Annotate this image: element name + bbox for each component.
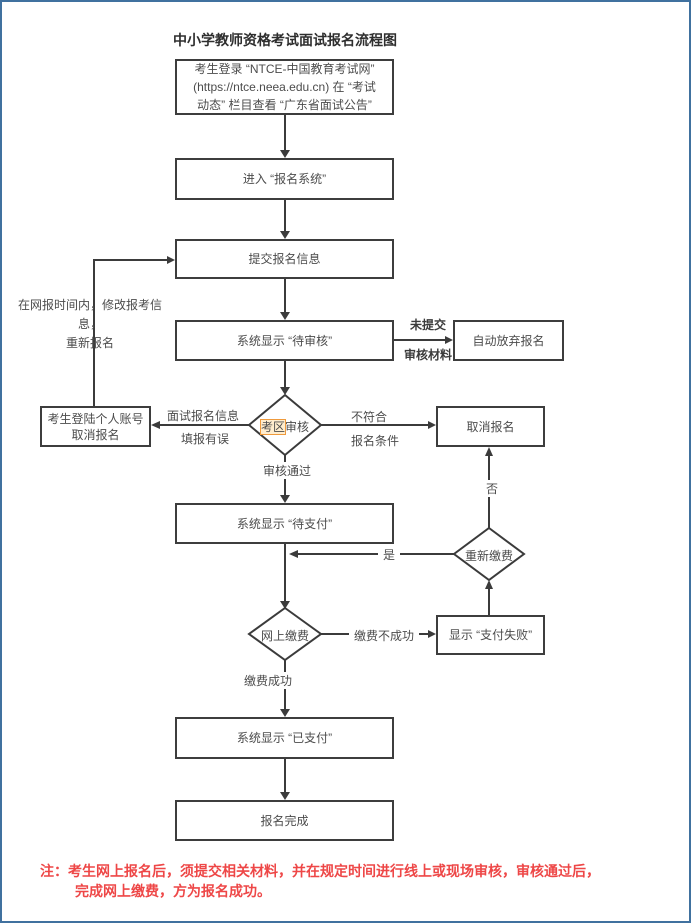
node-pay-fail: 显示 “支付失败” <box>436 615 545 655</box>
edge-label-review-passed: 审核通过 <box>259 462 315 479</box>
search-highlight: 考区 <box>259 419 287 435</box>
node-submit-info: 提交报名信息 <box>175 239 394 279</box>
node-cancel-by-user: 考生登陆个人账号 取消报名 <box>40 406 151 447</box>
edge-label-info-error-2: 填报有误 <box>180 432 229 446</box>
arrow-into-enter <box>280 150 290 158</box>
footnote-line-2: 完成网上缴费，方为报名成功。 <box>75 883 271 899</box>
arrow-into-repay <box>485 580 493 589</box>
edge-label-yes: 是 <box>378 546 400 563</box>
arrowheads <box>151 150 493 800</box>
node-cancel: 取消报名 <box>436 406 545 447</box>
arrow-into-abandon <box>445 336 453 344</box>
edge-label-pay-success: 缴费成功 <box>238 672 298 689</box>
edge-label-modify-info: 在网报时间内，修改报考信息， 重新报名 <box>17 298 162 350</box>
edge-canceluser-submit <box>93 259 167 406</box>
edge-label-no: 否 <box>481 480 503 497</box>
arrow-into-pendingpay <box>280 495 290 503</box>
arrow-yes-into-line <box>289 550 298 558</box>
arrow-into-done <box>280 792 290 800</box>
node-paid: 系统显示 “已支付” <box>175 717 394 759</box>
arrow-into-paid <box>280 709 290 717</box>
edge-label-not-submitted: 未提交 <box>409 318 446 332</box>
diamond-repay <box>452 526 526 582</box>
edge-label-not-qualified-2: 报名条件 <box>350 434 399 448</box>
diamond-audit-label: 考区审核 <box>235 418 335 435</box>
edge-label-not-qualified-1: 不符合 <box>350 410 387 424</box>
node-pending-pay: 系统显示 “待支付” <box>175 503 394 544</box>
node-done: 报名完成 <box>175 800 394 841</box>
node-pending-review: 系统显示 “待审核” <box>175 320 394 361</box>
node-auto-abandon: 自动放弃报名 <box>453 320 564 361</box>
diamond-audit-label-rest: 审核 <box>285 420 310 434</box>
edge-label-pay-not-success: 缴费不成功 <box>349 627 419 644</box>
diamond-repay-label: 重新缴费 <box>464 549 513 563</box>
footnote-line-1: 注：考生网上报名后，须提交相关材料，并在规定时间进行线上或现场审核，审核通过后， <box>40 863 600 879</box>
edge-label-review-materials: 审核材料 <box>403 348 452 362</box>
arrow-no-into-cancel <box>485 447 493 456</box>
arrow-into-submit <box>280 231 290 239</box>
arrow-into-pay <box>280 601 290 609</box>
diamond-audit <box>247 393 323 457</box>
arrow-into-cancel <box>428 421 436 429</box>
arrow-into-review <box>280 312 290 320</box>
edge-label-info-error-1: 面试报名信息 <box>166 409 239 423</box>
diamond-pay <box>247 606 323 662</box>
page-title: 中小学教师资格考试面试报名流程图 <box>173 32 397 48</box>
node-enter-system: 进入 “报名系统” <box>175 158 394 200</box>
arrow-into-audit <box>280 387 290 395</box>
arrow-loop-into-submit <box>167 256 175 264</box>
arrow-into-payfail <box>428 630 436 638</box>
diamond-pay-label: 网上缴费 <box>260 629 309 643</box>
node-login-ntce: 考生登录 “NTCE-中国教育考试网” (https://ntce.neea.e… <box>175 59 394 115</box>
arrow-into-canceluser <box>151 421 160 429</box>
